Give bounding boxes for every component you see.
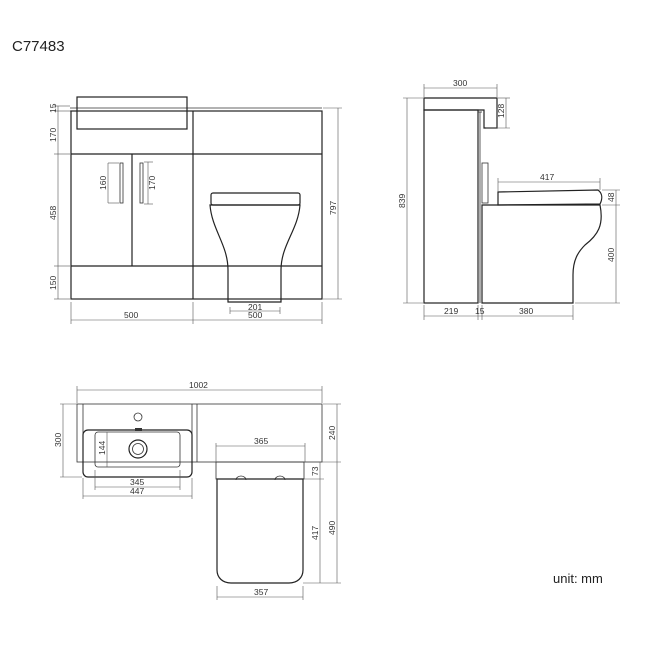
cabinet-front	[70, 110, 323, 300]
dim-seat-depth: 417	[310, 526, 320, 540]
dim-vanity-width: 500	[124, 310, 138, 320]
dim-handle-left: 160	[98, 176, 108, 190]
dim-basin-width: 447	[130, 486, 144, 496]
dim-plinth: 150	[48, 276, 58, 290]
dim-bowl-depth: 144	[97, 441, 107, 455]
dim-wc-width: 500	[248, 310, 262, 320]
dim-overall-width: 1002	[189, 380, 208, 390]
front-view: 160 170 15 170 458 150 797 500 500 201	[48, 96, 342, 324]
dim-seat-length: 417	[540, 172, 554, 182]
dim-pan-base: 201	[248, 302, 262, 312]
dim-pan-width: 365	[254, 436, 268, 446]
dim-pan-height: 400	[606, 248, 616, 262]
basin-side	[423, 97, 498, 129]
dim-handle-right: 170	[147, 176, 157, 190]
dim-side-pan-projection: 380	[519, 306, 533, 316]
dim-seat-width: 357	[254, 587, 268, 597]
dim-side-cabinet-depth: 219	[444, 306, 458, 316]
dim-bowl-width: 345	[130, 477, 144, 487]
door-handle-left	[119, 162, 124, 204]
dim-plan-pan-projection: 490	[327, 521, 337, 535]
dim-side-total-height: 839	[397, 194, 407, 208]
side-view: 300 128 839 417 48 400 219 15 380	[397, 78, 620, 320]
dim-upper: 170	[48, 128, 58, 142]
tap-hole	[133, 412, 143, 422]
cabinet-side	[423, 109, 479, 304]
dim-seat-thickness: 48	[606, 192, 616, 202]
toilet-front	[209, 192, 301, 303]
dim-side-basin-height: 128	[496, 104, 506, 118]
dim-doors: 458	[48, 206, 58, 220]
dim-side-basin-depth: 300	[453, 78, 467, 88]
door-handle-right	[139, 162, 144, 204]
product-code: C77483	[12, 38, 65, 55]
unit-label: unit: mm	[553, 571, 603, 586]
vanity-top-plan	[76, 403, 323, 463]
dim-hinge-offset: 73	[310, 466, 320, 476]
dim-basin-top: 15	[48, 103, 58, 113]
toilet-plan	[215, 461, 305, 584]
dim-plan-cabinet-depth: 240	[327, 426, 337, 440]
dim-total-height: 797	[328, 201, 338, 215]
toilet-side	[481, 189, 603, 304]
waste-outlet	[128, 439, 148, 459]
plan-view: 144 1002 300 345 447 365 240	[53, 380, 341, 600]
basin-front	[76, 96, 188, 130]
dim-side-gap: 15	[475, 306, 485, 316]
dim-plan-basin-depth: 300	[53, 433, 63, 447]
